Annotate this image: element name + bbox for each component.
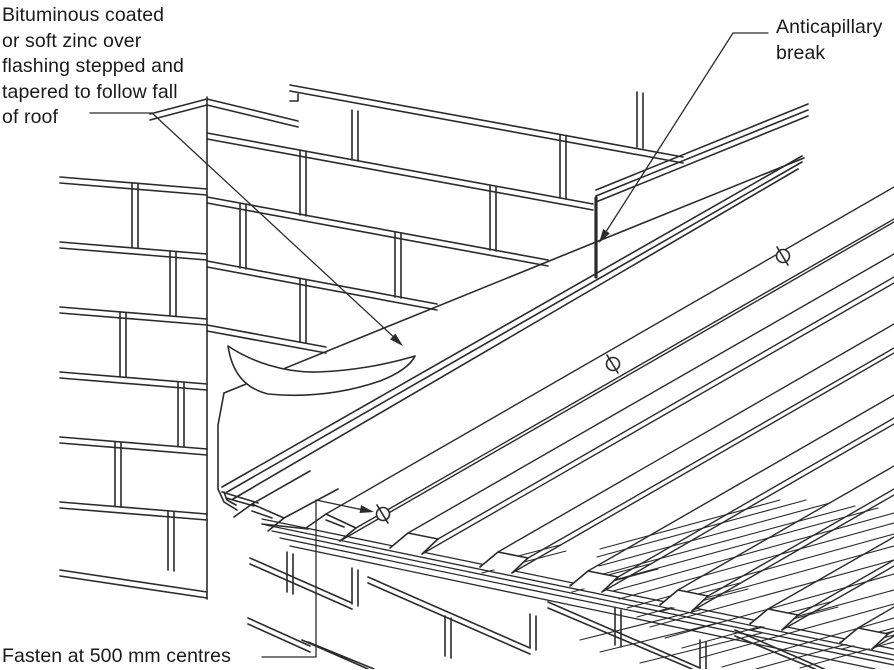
flashing-drip-edge: [217, 488, 259, 511]
lower-brickwork: [247, 551, 825, 669]
annotation-line: break: [776, 41, 826, 64]
annotation-line: of roof: [2, 106, 58, 128]
flashing-annotation: Bituminous coated or soft zinc over flas…: [2, 3, 184, 131]
flashing-step-tick: [289, 93, 299, 102]
leader-arrowheads: [359, 229, 610, 513]
corrugated-sheet-profile: [233, 470, 357, 542]
fasteners: [375, 246, 791, 524]
flashing-left-cut-edge: [217, 392, 225, 490]
rib-stubs: [251, 470, 339, 519]
leader-flashing-note: [89, 112, 399, 342]
screw-head-icon: [375, 504, 391, 524]
annotation-line: Anticapillary: [776, 16, 883, 38]
wall-left-face: [59, 176, 208, 599]
flashing-roof-bend: [221, 155, 803, 500]
anticapillary-annotation: Anticapillary break: [776, 15, 882, 66]
flashing-taper-edge: [217, 157, 805, 490]
corrugated-sheet-ribs: [325, 186, 894, 650]
leader-fasten-note: [261, 499, 369, 658]
flashing-curl: [227, 345, 416, 397]
annotation-line: or soft zinc over: [2, 29, 142, 52]
arrowhead-fasten: [359, 505, 374, 513]
profile-valley: [261, 523, 309, 530]
lower-brick-perpends: [286, 551, 707, 669]
wall-right-face: [206, 84, 684, 354]
sheet-end-crests: [389, 532, 889, 650]
sheet-edge-band: [261, 518, 894, 669]
arrowhead-anticapillary: [599, 229, 610, 243]
leader-lines: [89, 32, 769, 658]
wall-right-perpends: [239, 91, 644, 344]
flashing-tucked-edge: [595, 103, 809, 203]
annotation-line: Fasten at 500 mm centres: [2, 645, 231, 667]
flashing-step-top: [149, 93, 299, 128]
annotation-line: Bituminous coated: [2, 4, 165, 26]
screw-head-icon: [605, 354, 621, 374]
arrowhead-flashing: [390, 333, 403, 346]
annotation-line: flashing stepped and: [2, 55, 184, 77]
fasten-annotation: Fasten at 500 mm centres: [2, 644, 231, 670]
flashing-kick-lines: [221, 491, 259, 507]
annotation-line: tapered to follow fall: [2, 80, 178, 103]
wall-left-perpends: [114, 182, 185, 572]
leader-anticapillary-note: [601, 32, 769, 239]
screw-head-icon: [775, 246, 791, 266]
